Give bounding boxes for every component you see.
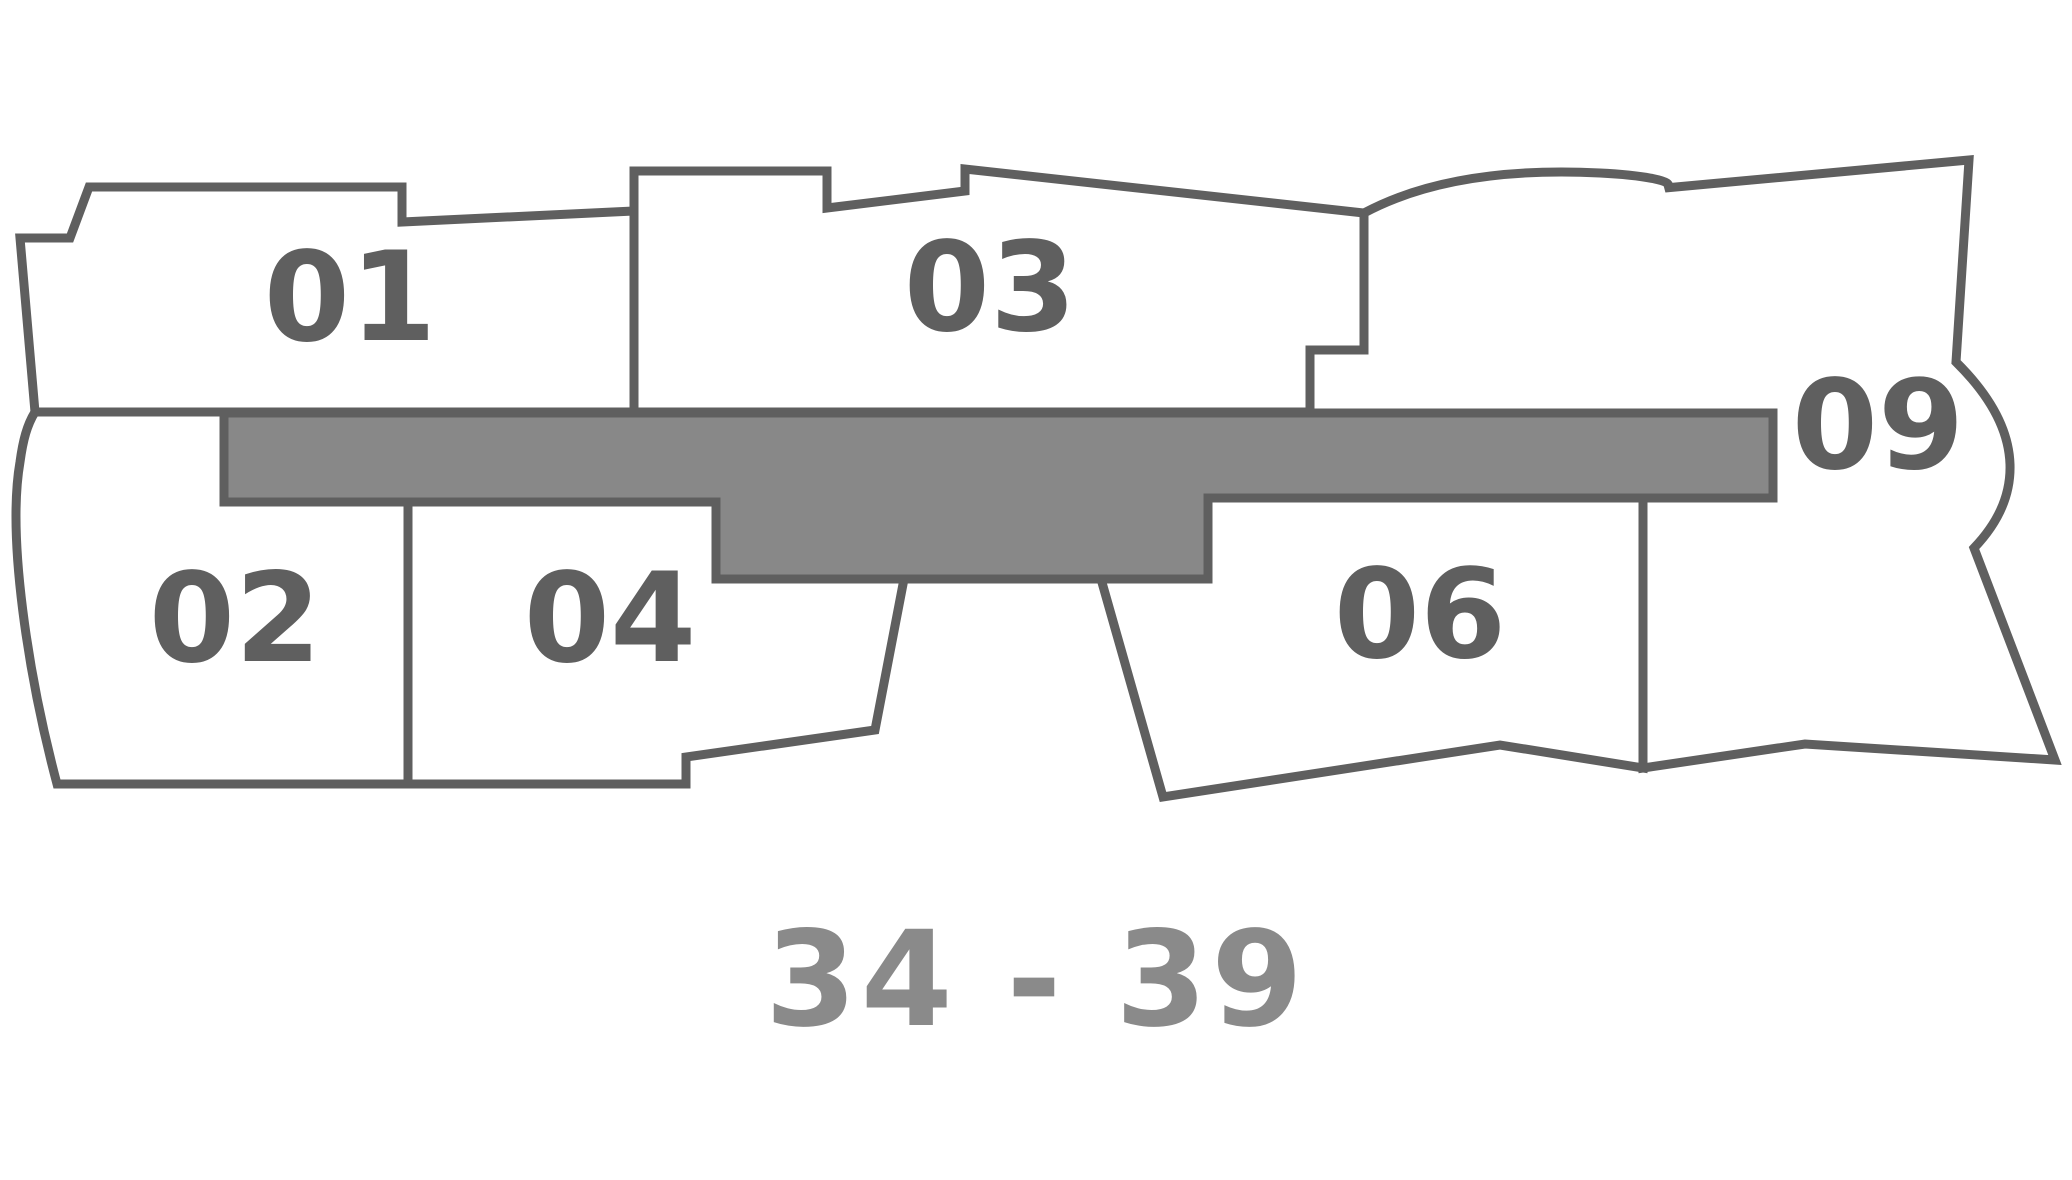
unit-02-label: 02 (149, 547, 322, 691)
unit-04-label: 04 (524, 547, 697, 691)
unit-06-label: 06 (1334, 543, 1507, 687)
unit-09-outline[interactable] (1305, 155, 2062, 774)
unit-01-label: 01 (264, 226, 437, 370)
unit-09-label: 09 (1792, 354, 1965, 498)
corridor (219, 408, 1778, 584)
floor-range-label: 34 - 39 (764, 903, 1308, 1057)
unit-03-label: 03 (904, 216, 1077, 360)
